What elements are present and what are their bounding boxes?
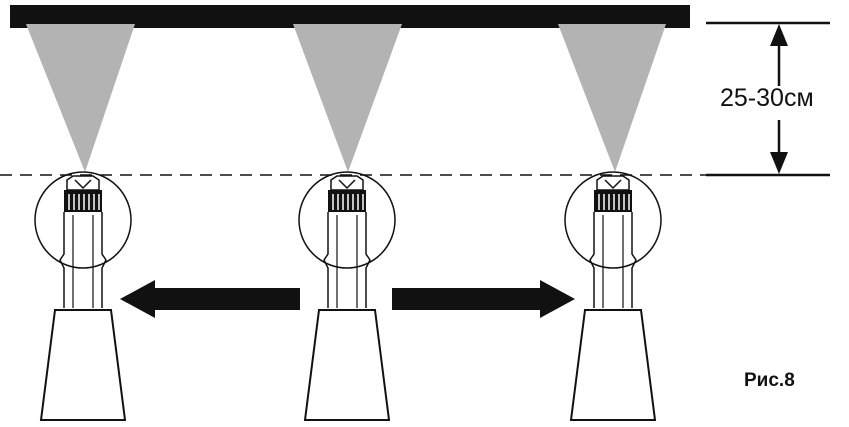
arrow-left-icon <box>120 280 300 318</box>
spray-gun-left <box>34 171 132 421</box>
spray-gun-right <box>564 171 662 421</box>
spray-gun-center <box>298 171 396 421</box>
distance-label: 25-30см <box>720 84 814 112</box>
spray-cone-left <box>26 24 135 172</box>
spray-cone-center <box>293 24 402 172</box>
spray-cone-right <box>558 24 666 172</box>
arrow-right-icon <box>392 280 575 318</box>
distance-dimension <box>706 21 830 177</box>
target-surface-bar <box>10 5 690 28</box>
figure-caption: Рис.8 <box>744 370 795 391</box>
